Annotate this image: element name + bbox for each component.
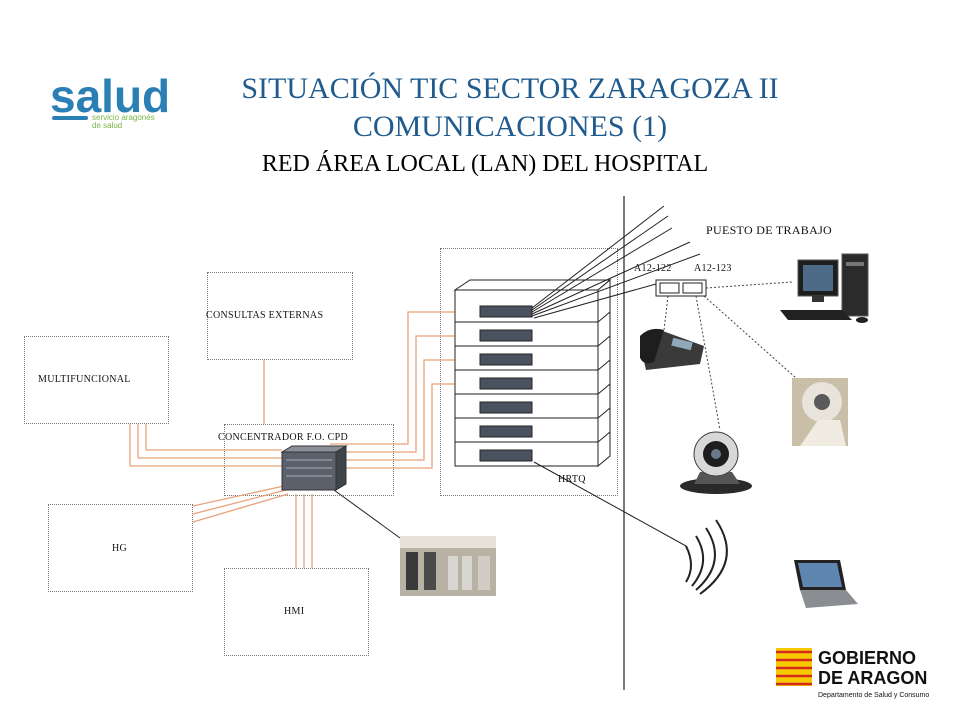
switch[interactable] xyxy=(479,305,533,318)
concentrador-device-icon[interactable] xyxy=(280,445,348,491)
hg-box[interactable] xyxy=(48,504,193,592)
consultas-externas-label: CONSULTAS EXTERNAS xyxy=(206,310,324,321)
port-a-label: A12-122 xyxy=(634,263,672,274)
salud-logo-tagline-1: servicio aragonés xyxy=(92,113,155,122)
ip-phone-icon[interactable] xyxy=(640,328,704,370)
gobierno-logo-dept: Departamento de Salud y Consumo xyxy=(818,692,929,699)
page-subtitle: RED ÁREA LOCAL (LAN) DEL HOSPITAL xyxy=(261,151,709,177)
fiber-link xyxy=(129,424,282,467)
rack-switches xyxy=(479,305,533,462)
multifuncional-label: MULTIFUNCIONAL xyxy=(38,374,131,385)
fiber-link xyxy=(137,424,282,459)
wireless-icon xyxy=(685,519,728,595)
fiber-link xyxy=(192,485,285,507)
port-b-label: A12-123 xyxy=(694,263,732,274)
salud-logo-wave xyxy=(52,116,88,120)
fiber-link xyxy=(330,383,455,469)
puesto-trabajo-label: PUESTO DE TRABAJO xyxy=(706,223,833,237)
gobierno-logo-line-2: DE ARAGON xyxy=(818,668,927,688)
medical-scanner-photo xyxy=(792,378,848,446)
salud-logo-word: salud xyxy=(50,72,170,122)
webcam-icon[interactable] xyxy=(680,431,752,494)
switch[interactable] xyxy=(479,401,533,414)
fiber-link xyxy=(330,335,455,453)
gobierno-logo-line-1: GOBIERNO xyxy=(818,648,916,668)
hmi-box[interactable] xyxy=(224,568,369,656)
hmi-label: HMI xyxy=(284,606,305,617)
desktop-computer-icon[interactable] xyxy=(780,253,869,323)
fiber-link xyxy=(145,424,282,451)
salud-logo: salud servicio aragonés de salud xyxy=(50,72,170,130)
switch[interactable] xyxy=(479,377,533,390)
laptop-icon[interactable] xyxy=(794,560,858,608)
fiber-link xyxy=(192,493,289,523)
title-line-1: SITUACIÓN TIC SECTOR ZARAGOZA II xyxy=(241,72,779,105)
fiber-link xyxy=(192,489,287,515)
data-center-photo xyxy=(400,536,496,596)
uplink-lines xyxy=(333,205,701,547)
wall-socket[interactable] xyxy=(655,279,707,297)
title-line-2: COMUNICACIONES (1) xyxy=(352,110,668,143)
fiber-link xyxy=(330,311,455,445)
hg-label: HG xyxy=(112,543,128,554)
salud-logo-tagline-2: de salud xyxy=(92,121,122,130)
device-links xyxy=(663,281,797,431)
fiber-link xyxy=(330,359,455,461)
concentrador-label: CONCENTRADOR F.O. CPD xyxy=(218,432,348,443)
switch[interactable] xyxy=(479,449,533,462)
switch[interactable] xyxy=(479,329,533,342)
multifuncional-box[interactable] xyxy=(24,336,169,424)
switch[interactable] xyxy=(479,425,533,438)
gobierno-aragon-logo: GOBIERNO DE ARAGON Departamento de Salud… xyxy=(776,648,929,699)
hrtq-label: HRTQ xyxy=(558,474,586,485)
switch[interactable] xyxy=(479,353,533,366)
consultas-externas-box[interactable] xyxy=(207,272,353,360)
